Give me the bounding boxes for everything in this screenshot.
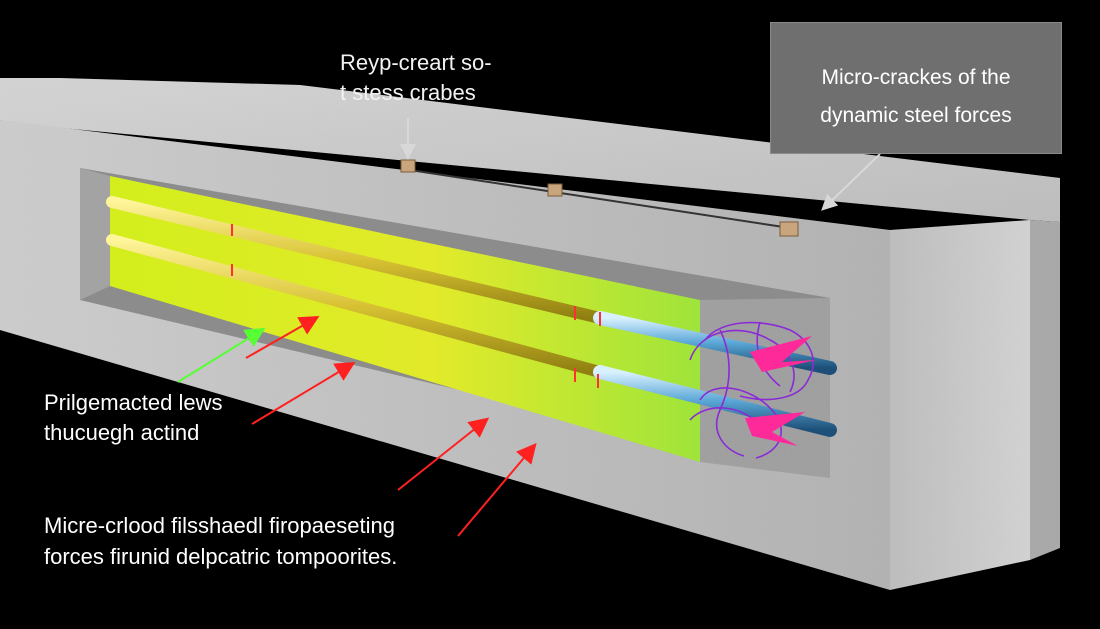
bottom-line-1: Micre-crlood filsshaedl firopaeseting: [44, 513, 395, 538]
beam-end-face: [890, 220, 1060, 590]
rebar-lower: [106, 234, 837, 437]
bottom-annotation: Micre-crlood filsshaedl firopaeseting fo…: [44, 510, 397, 572]
left-middle-line-2: thucuegh actind: [44, 420, 200, 445]
strain-gauge-line: [409, 169, 791, 229]
red-arrow-icon: [245, 316, 320, 359]
callout-line-1: Micro-crackes of the: [821, 66, 1011, 89]
rebar-markers: [231, 224, 601, 388]
green-arrow-icon: [177, 327, 266, 383]
sensor-block-icon: [400, 159, 416, 173]
crack-impact-pink: [745, 336, 816, 446]
top-annotation-line-2: t stess crabes: [340, 80, 476, 105]
top-annotation-line-1: Reyp-creart so-: [340, 50, 492, 75]
left-middle-annotation: Prilgemacted lews thucuegh actind: [44, 388, 223, 448]
rebar-upper: [106, 196, 837, 375]
bottom-line-2: forces firunid delpcatric tompoorites.: [44, 544, 398, 569]
red-arrow-icon: [251, 361, 356, 425]
sensor-block-icon: [547, 183, 563, 197]
callout-box: Micro-crackes of the dynamic steel force…: [770, 22, 1062, 154]
red-arrow-icon: [457, 442, 537, 537]
red-arrow-icon: [397, 417, 490, 491]
beam-top-face: [0, 78, 1060, 222]
top-annotation: Reyp-creart so- t stess crabes: [340, 48, 492, 108]
sensor-block-icon: [779, 221, 799, 237]
callout-line-2: dynamic steel forces: [820, 104, 1012, 127]
callout-pointer: [821, 153, 881, 211]
left-middle-line-1: Prilgemacted lews: [44, 390, 223, 415]
